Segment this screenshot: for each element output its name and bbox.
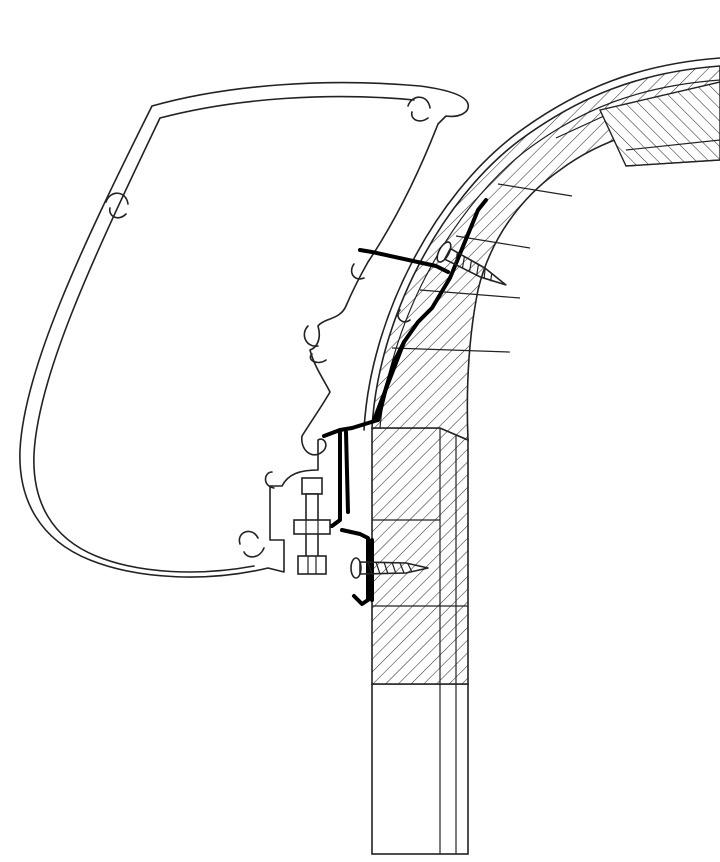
case-clip-top [407,96,431,122]
awning-case-inner [33,95,415,573]
bolt-nut-lower [297,555,327,575]
hex-bolt [293,477,331,575]
upper-wood-screw [436,241,507,286]
lower-bracket-plate [340,528,370,606]
case-clip-mid [303,325,327,364]
awning-case-outline [19,81,470,578]
bolt-top-cap [301,477,323,495]
case-clip-lower [264,471,275,489]
case-clip-left [105,192,129,219]
bracket-upper-arm [358,248,450,274]
wall-lower-plain [371,683,469,855]
bracket-inner-rail [372,340,406,422]
upper-screw-head [436,241,452,263]
case-clip-upper-rail [350,263,365,280]
bracket-hook [322,428,350,514]
wall-roof-insulation [599,81,720,167]
lower-screw-head [350,557,362,579]
rail-clip [397,309,411,323]
lower-wood-screw [350,557,429,579]
wall-vertical-hatched [371,427,469,685]
wall-outer-skin [363,57,720,431]
caravan-wall [363,57,720,855]
case-clip-bottom [238,530,265,558]
bolt-nut-upper [293,519,331,535]
awning-case [19,81,470,578]
